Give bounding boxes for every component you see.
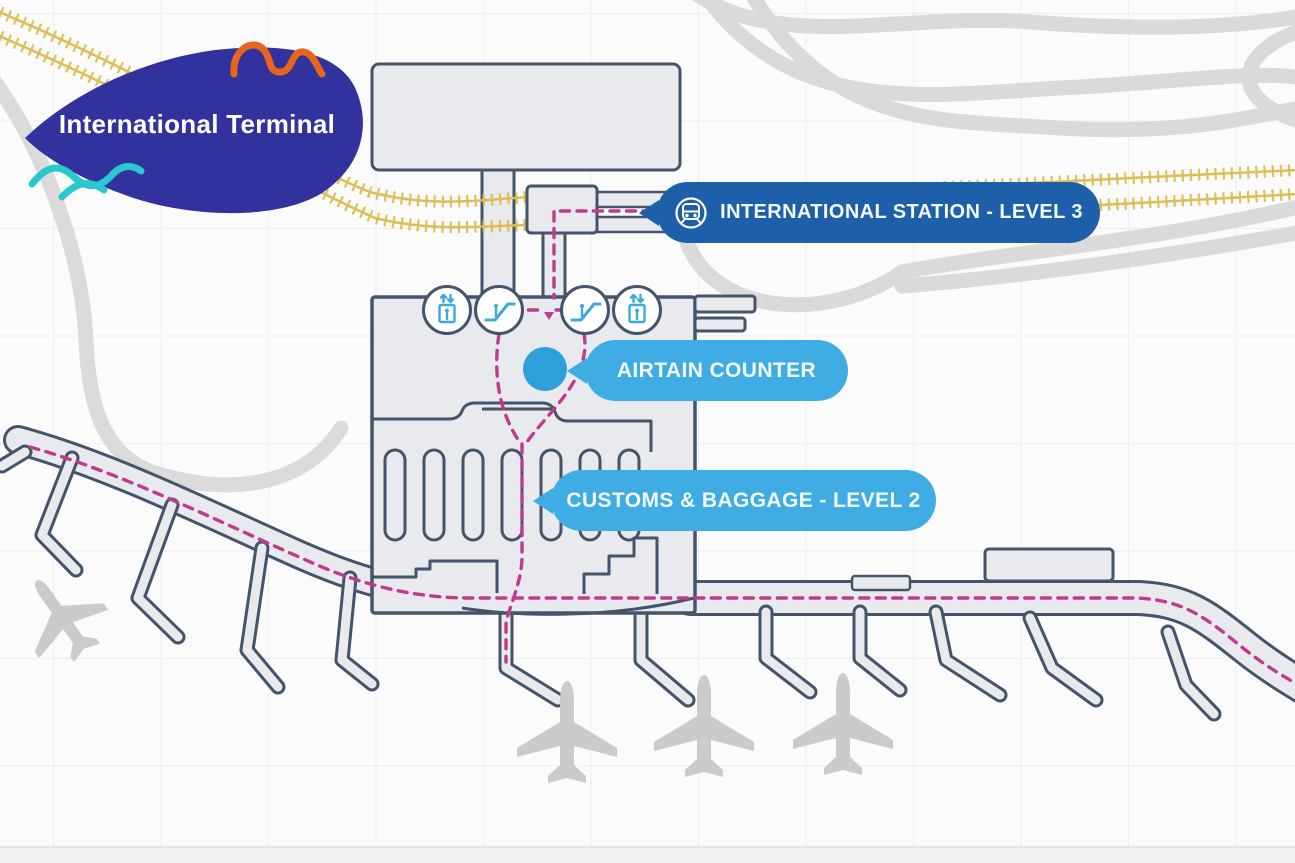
elevator-icon [612,285,662,335]
facility-icons [422,285,662,335]
station-callout-label: INTERNATIONAL STATION - LEVEL 3 [720,201,1083,223]
concourse-building [983,547,1115,583]
parking-garage [370,62,682,172]
roads [0,0,1295,493]
airplane-icon [793,673,893,775]
corridor [480,166,516,304]
airtrain-counter-dot [523,347,567,391]
airplane-icons [34,580,893,783]
teal-squiggle [28,163,145,201]
route-arrow [544,312,554,320]
train-icon [675,196,707,229]
elevator-icon [422,285,472,335]
escalator-icon [474,285,524,335]
airplane-icon [34,580,109,662]
escalator-icon [560,285,610,335]
airplane-icon [517,681,617,783]
customs-callout-label: CUSTOMS & BAGGAGE - LEVEL 2 [566,488,921,512]
airtrain-callout[interactable]: AIRTAIN COUNTER [585,340,848,401]
customs-callout[interactable]: CUSTOMS & BAGGAGE - LEVEL 2 [551,470,936,531]
orange-squiggle [230,41,326,78]
bottom-band [0,846,1295,863]
terminal-name-label: International Terminal [58,109,336,139]
baggage-belt [461,448,485,542]
terminal-blob [25,41,363,214]
terminal-upper-buildings [370,62,682,304]
station-callout[interactable]: INTERNATIONAL STATION - LEVEL 3 [657,182,1100,243]
route-path [28,209,1295,686]
airtrain-callout-label: AIRTAIN COUNTER [616,358,817,382]
baggage-belt [422,448,446,542]
airplane-icon [654,675,754,777]
baggage-belt [383,448,407,542]
